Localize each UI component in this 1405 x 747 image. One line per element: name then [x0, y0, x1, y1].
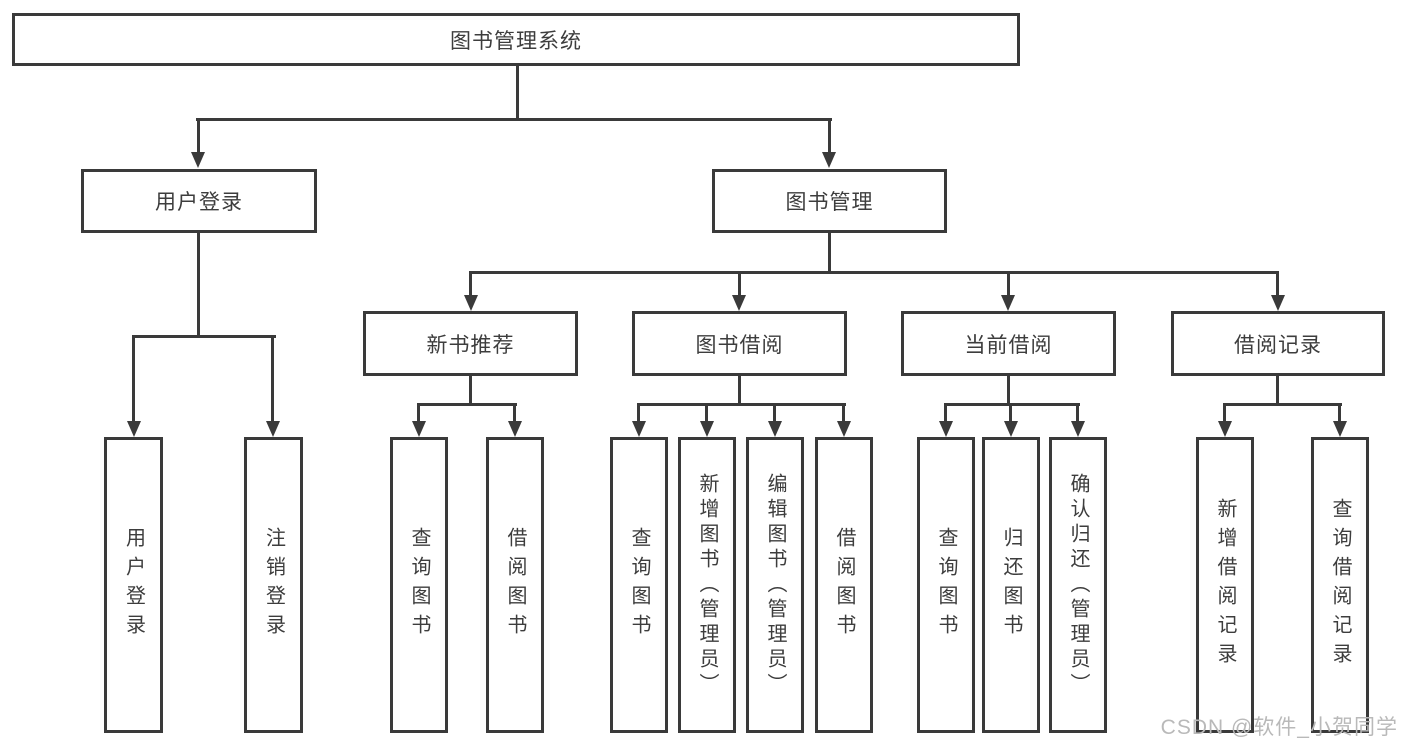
connector-line: [469, 271, 472, 297]
node-root: 图书管理系统: [12, 13, 1020, 66]
connector-line: [132, 335, 135, 423]
arrow-head: [508, 421, 522, 437]
arrow-head: [266, 421, 280, 437]
connector-line: [469, 271, 1279, 274]
connector-line: [271, 335, 274, 423]
arrow-head: [412, 421, 426, 437]
connector-line: [828, 233, 831, 273]
node-leaf-cb-query-books: 查询图书: [917, 437, 975, 733]
connector-line: [637, 403, 846, 406]
node-label: 查询借阅记录: [1329, 498, 1351, 672]
node-leaf-nb-query-books: 查询图书: [390, 437, 448, 733]
node-label: 图书管理: [785, 191, 874, 214]
node-label: 注销登录: [262, 527, 285, 643]
node-leaf-bb-add-book-admin: 新增图书（管理员）: [678, 437, 736, 733]
node-leaf-logout: 注销登录: [244, 437, 303, 733]
connector-line: [944, 403, 947, 423]
arrow-head: [1004, 421, 1018, 437]
arrow-head: [1001, 295, 1015, 311]
node-root-label: 图书管理系统: [450, 29, 582, 53]
node-label: 当前借阅: [964, 333, 1053, 357]
node-leaf-user-login: 用户登录: [104, 437, 163, 733]
arrow-head: [632, 421, 646, 437]
connector-line: [1223, 403, 1226, 423]
node-label: 确认归还（管理员）: [1067, 472, 1089, 698]
node-label: 查询图书: [628, 527, 650, 643]
node-label: 新增图书（管理员）: [696, 472, 718, 698]
node-book-management: 图书管理: [712, 169, 947, 233]
arrow-head: [127, 421, 141, 437]
arrow-head: [837, 421, 851, 437]
connector-line: [1076, 403, 1079, 423]
node-label: 借阅图书: [833, 527, 855, 643]
arrow-head: [1071, 421, 1085, 437]
connector-line: [637, 403, 640, 423]
connector-line: [469, 376, 472, 405]
connector-line: [516, 66, 519, 120]
connector-line: [1007, 271, 1010, 297]
arrow-head: [732, 295, 746, 311]
connector-line: [738, 271, 741, 297]
node-leaf-bb-query-books: 查询图书: [610, 437, 668, 733]
arrow-head: [939, 421, 953, 437]
node-label: 借阅记录: [1234, 333, 1322, 357]
node-label: 用户登录: [155, 191, 243, 214]
arrow-head: [191, 152, 205, 168]
node-current-borrowing: 当前借阅: [901, 311, 1116, 376]
node-label: 新增借阅记录: [1214, 498, 1236, 672]
connector-line: [1276, 271, 1279, 297]
arrow-head: [768, 421, 782, 437]
node-leaf-bb-edit-book-admin: 编辑图书（管理员）: [746, 437, 804, 733]
node-new-book-recommend: 新书推荐: [363, 311, 578, 376]
connector-line: [1276, 376, 1279, 405]
watermark: CSDN @软件_小贺同学: [1160, 716, 1398, 739]
connector-line: [944, 403, 1080, 406]
node-user-login: 用户登录: [81, 169, 317, 233]
node-book-borrowing: 图书借阅: [632, 311, 847, 376]
node-leaf-br-add-record: 新增借阅记录: [1196, 437, 1254, 733]
node-leaf-cb-confirm-return-admin: 确认归还（管理员）: [1049, 437, 1107, 733]
connector-line: [1007, 376, 1010, 405]
connector-line: [738, 376, 741, 405]
connector-line: [132, 335, 276, 338]
node-borrowing-records: 借阅记录: [1171, 311, 1385, 376]
connector-line: [197, 118, 200, 154]
connector-line: [196, 118, 832, 121]
connector-line: [1338, 403, 1341, 423]
connector-line: [417, 403, 517, 406]
arrow-head: [1218, 421, 1232, 437]
arrow-head: [1333, 421, 1347, 437]
node-label: 借阅图书: [504, 527, 526, 643]
connector-line: [513, 403, 516, 423]
arrow-head: [464, 295, 478, 311]
node-label: 编辑图书（管理员）: [764, 472, 786, 698]
node-leaf-cb-return-books: 归还图书: [982, 437, 1040, 733]
connector-line: [828, 118, 831, 154]
connector-line: [705, 403, 708, 423]
connector-line: [842, 403, 845, 423]
arrow-head: [822, 152, 836, 168]
connector-line: [1009, 403, 1012, 423]
arrow-head: [1271, 295, 1285, 311]
connector-line: [417, 403, 420, 423]
node-leaf-nb-borrow-books: 借阅图书: [486, 437, 544, 733]
node-label: 图书借阅: [695, 333, 784, 357]
arrow-head: [700, 421, 714, 437]
node-leaf-br-query-record: 查询借阅记录: [1311, 437, 1369, 733]
connector-line: [773, 403, 776, 423]
connector-line: [197, 233, 200, 337]
node-leaf-bb-borrow-books: 借阅图书: [815, 437, 873, 733]
node-label: 用户登录: [122, 527, 145, 643]
node-label: 新书推荐: [426, 333, 515, 357]
connector-line: [1223, 403, 1342, 406]
node-label: 查询图书: [935, 527, 957, 643]
node-label: 查询图书: [408, 527, 430, 643]
node-label: 归还图书: [1000, 527, 1022, 643]
